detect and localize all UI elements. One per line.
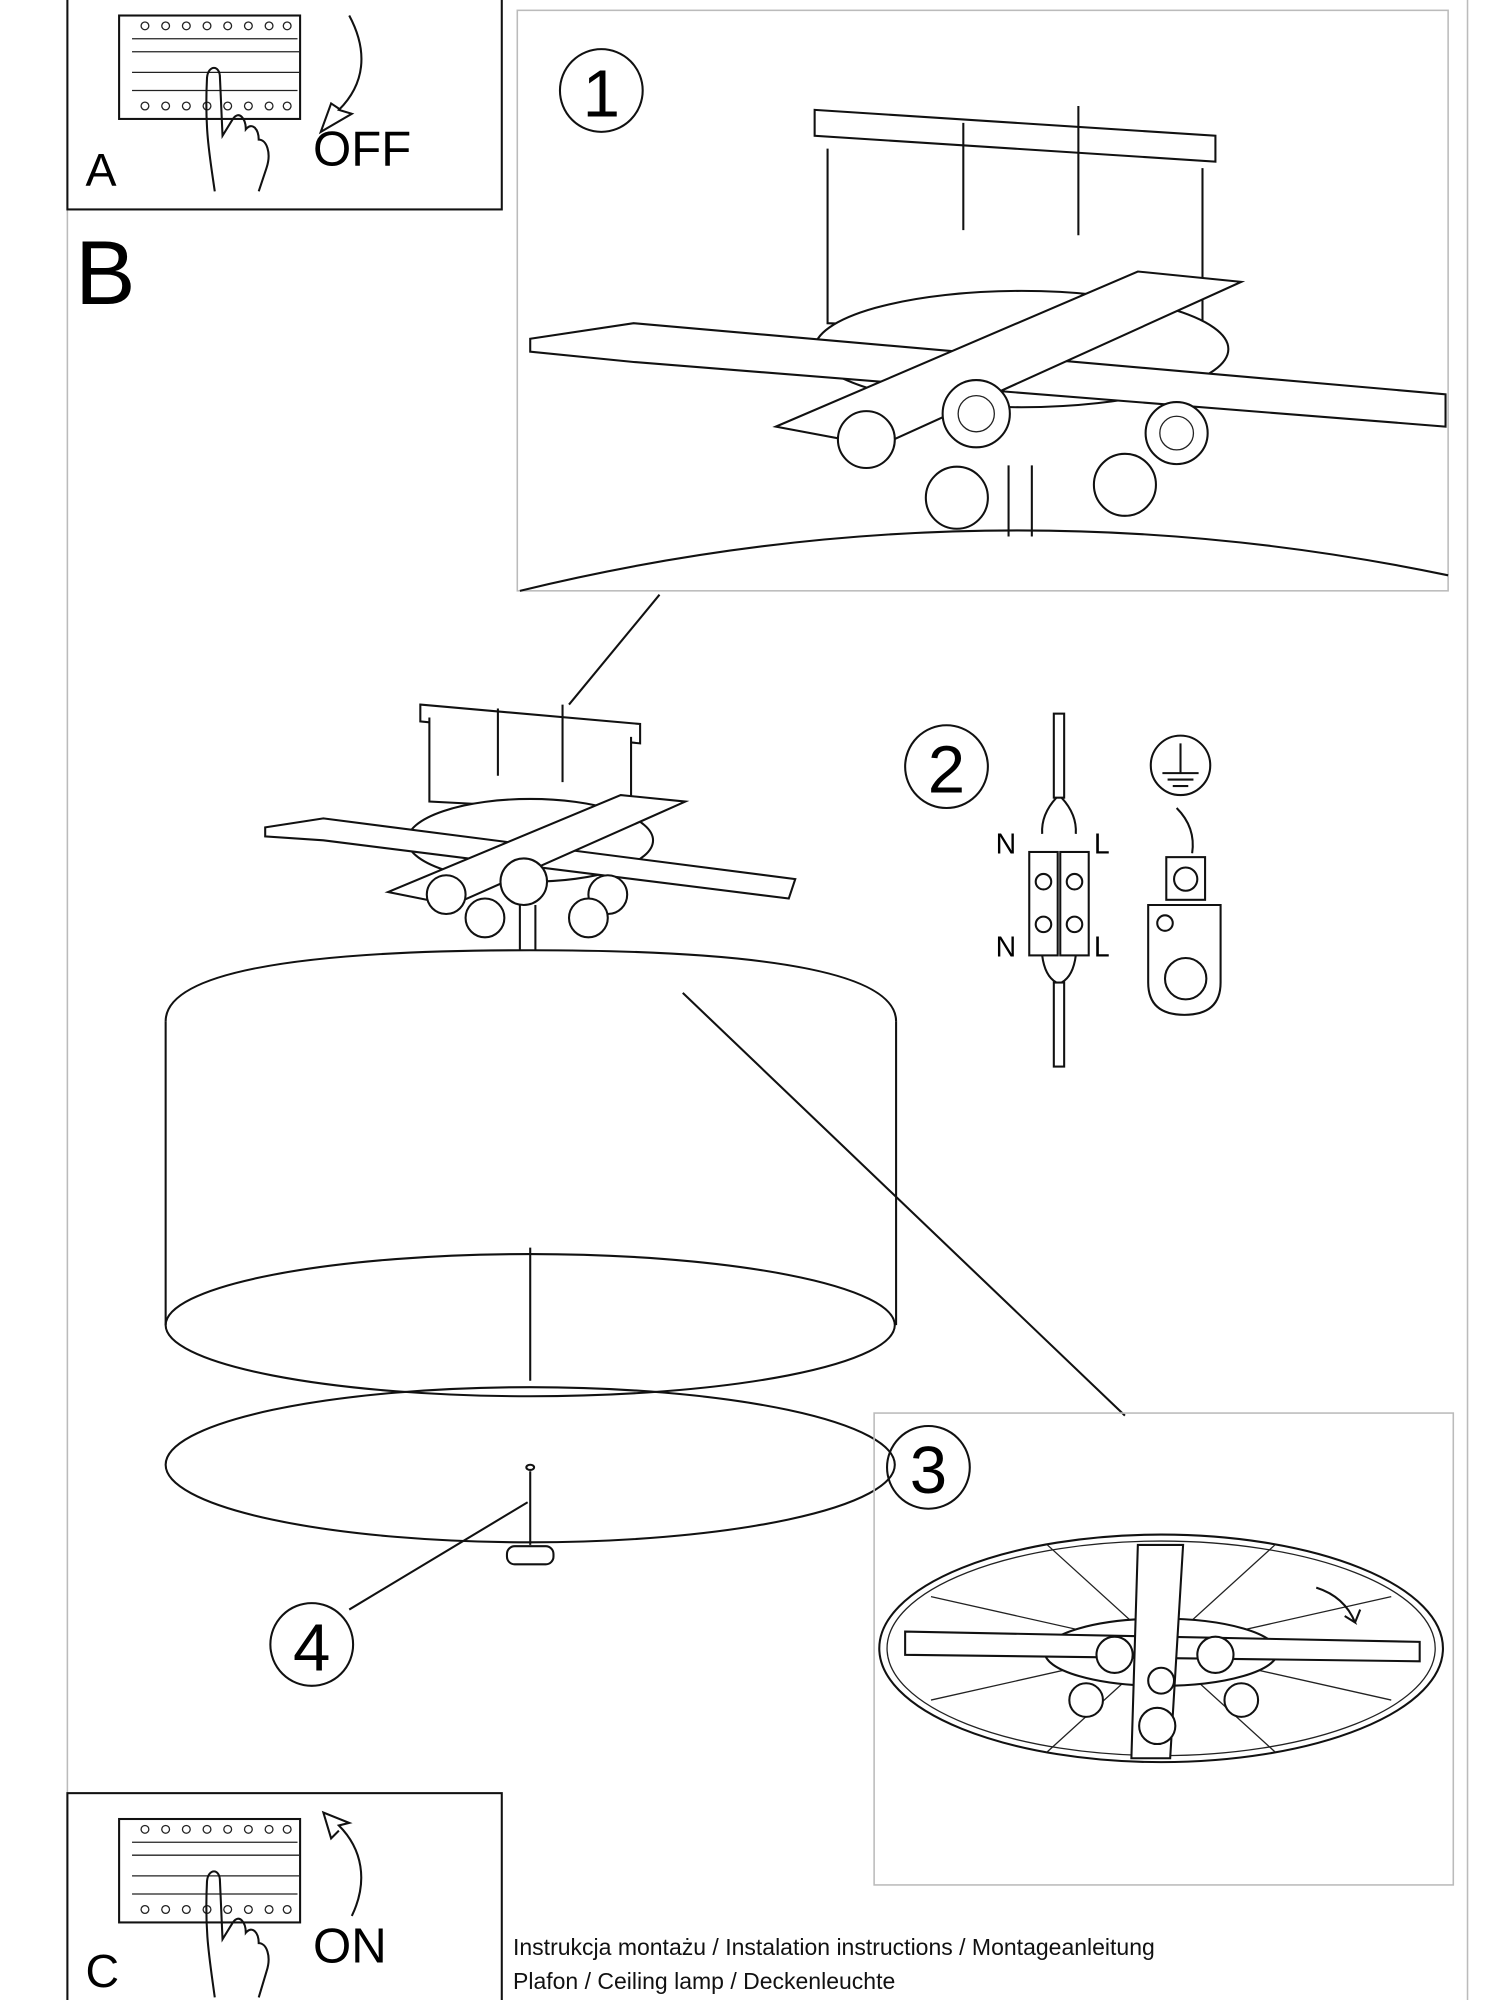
footer-title: Instrukcja montażu / Instalation instruc… [513,1934,1155,1960]
detail-panel-1: 1 [516,9,1449,592]
leader-line-4 [348,1501,529,1611]
hand-icon [205,66,270,192]
ground-symbol-icon [1149,734,1212,797]
arrow-down-icon [318,15,363,135]
detail-panel-3: 3 [873,1412,1455,1886]
wiring-detail-2: 2 N L N L [904,712,1222,1068]
diffuser [164,1386,896,1566]
live-label-bottom: L [1094,932,1110,964]
callout-3: 3 [910,1433,947,1508]
leader-line-3 [682,992,1126,1417]
callout-2: 2 [928,733,965,808]
step-b-letter: B [75,223,135,324]
mounting-bracket [264,703,797,951]
step-c-letter: C [85,1945,119,1997]
step-a-panel: OFF A [66,0,503,211]
arrow-up-icon [321,1810,363,1917]
live-label-top: L [1094,828,1110,860]
step-c-panel: ON C [66,1792,503,2000]
callout-1: 1 [583,56,620,131]
neutral-label-bottom: N [996,932,1017,964]
circuit-breaker-icon [118,1817,302,1924]
footer-subtitle: Plafon / Ceiling lamp / Deckenleuchte [513,1968,896,1994]
leader-line-1 [568,594,661,706]
on-label: ON [313,1920,387,1974]
rotate-arrow-icon [1315,1586,1362,1626]
hand-icon [205,1870,270,1998]
neutral-label-top: N [996,828,1017,860]
step-a-letter: A [85,144,116,196]
lamp-shade [164,949,898,1398]
off-label: OFF [313,122,411,176]
callout-4: 4 [293,1610,330,1685]
circuit-breaker-icon [118,14,302,120]
